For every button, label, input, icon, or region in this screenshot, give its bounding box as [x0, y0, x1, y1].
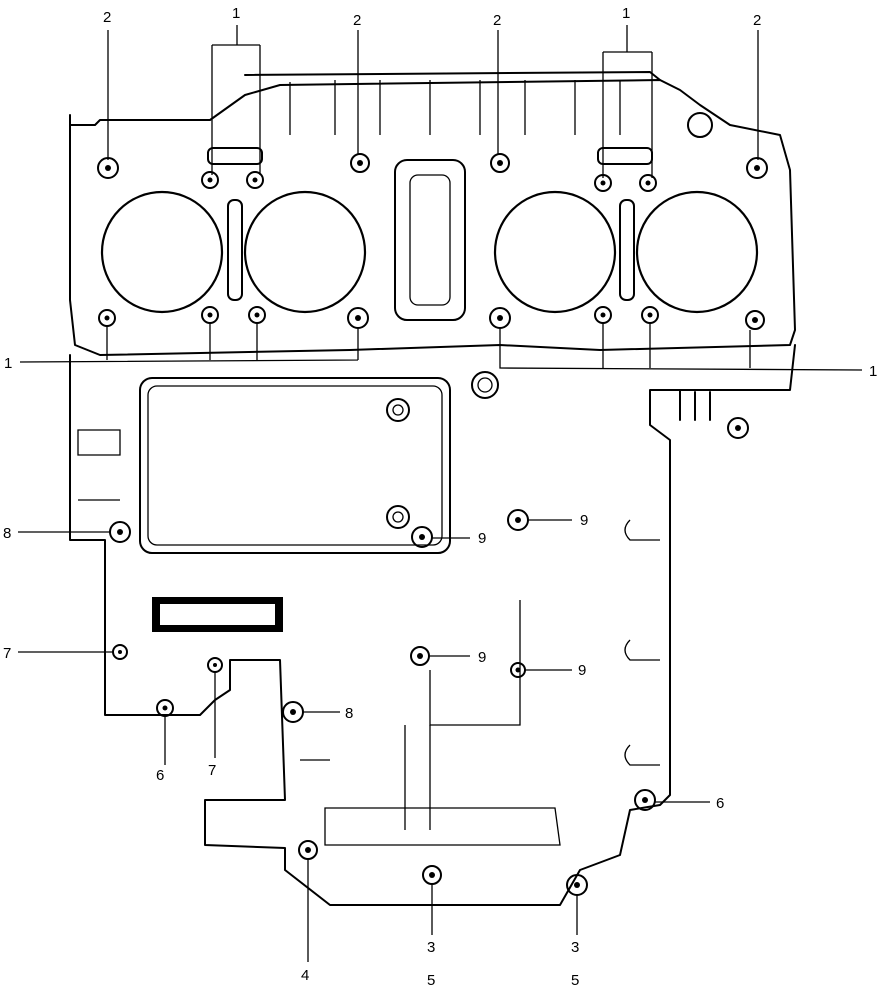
callout-left-8: 8: [3, 525, 11, 542]
callout-top-6: 2: [753, 12, 761, 29]
callout-labels: 2 1 2 2 1 2 1 8 7 1 9 9 9 9 8 6 6 7 4 3 …: [3, 5, 877, 989]
callout-bottom-5b: 5: [571, 972, 579, 989]
callout-bottom-7: 7: [208, 762, 216, 779]
callout-right-9c: 9: [478, 649, 486, 666]
cylinder-bore-3: [493, 190, 617, 314]
callout-top-2: 1: [232, 5, 240, 22]
cylinder-bore-4: [635, 190, 759, 314]
callout-top-5: 1: [622, 5, 630, 22]
callout-left-1: 1: [4, 355, 12, 372]
callout-right-8: 8: [345, 705, 353, 722]
callout-right-9d: 9: [578, 662, 586, 679]
callout-right-1: 1: [869, 363, 877, 380]
callout-bottom-3a: 3: [427, 939, 435, 956]
callout-right-6: 6: [716, 795, 724, 812]
crankcase-bolt-holes: [109, 509, 656, 896]
cylinder-bore-2: [243, 190, 367, 314]
cylinder-head: [69, 71, 796, 356]
callout-top-1: 2: [103, 9, 111, 26]
callout-right-9a: 9: [478, 530, 486, 547]
callout-bottom-6: 6: [156, 767, 164, 784]
callout-bottom-5a: 5: [427, 972, 435, 989]
callout-bottom-3b: 3: [571, 939, 579, 956]
callout-left-7: 7: [3, 645, 11, 662]
crankcase-body: [69, 344, 796, 906]
cylinder-bore-1: [100, 190, 224, 314]
callout-bottom-4: 4: [301, 967, 309, 984]
leader-lines: [18, 25, 863, 962]
head-bolt-holes: [97, 153, 768, 330]
callout-top-4: 2: [493, 12, 501, 29]
callout-right-9b: 9: [580, 512, 588, 529]
callout-top-3: 2: [353, 12, 361, 29]
